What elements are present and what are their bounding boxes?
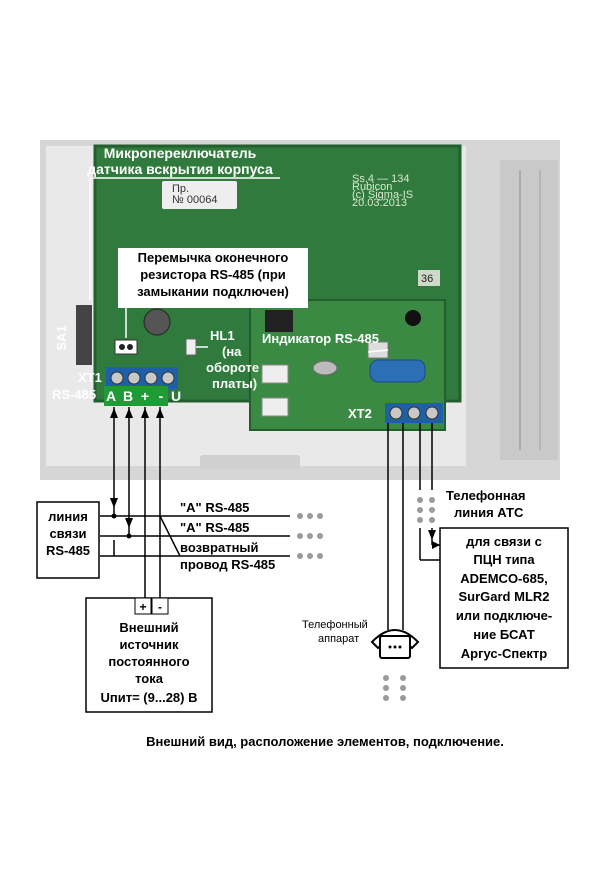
jumper-label-box xyxy=(118,248,308,308)
pcn-label-4: SurGard MLR2 xyxy=(458,589,549,604)
terminal-plus: + xyxy=(141,388,149,404)
wire-a2-label: "A" RS-485 xyxy=(180,520,249,535)
continuation-dots xyxy=(297,513,323,559)
xt2-wiring xyxy=(387,423,440,630)
sa1-label: SA1 xyxy=(54,325,69,350)
board-text-2: Rubicon xyxy=(352,181,392,193)
blue-capacitor xyxy=(369,359,426,383)
hl1-sub-2: обороте xyxy=(206,360,259,375)
terminal-a: A xyxy=(106,388,116,404)
hl1-sub-3: платы) xyxy=(212,376,257,391)
psu-label-5: Uпит= (9...28) В xyxy=(101,690,198,705)
psu-box xyxy=(85,597,213,713)
xt1-label: XT1 xyxy=(78,370,102,385)
line-box-3: RS-485 xyxy=(46,543,90,558)
psu-label-4: тока xyxy=(135,671,164,686)
telephone-icon xyxy=(370,629,420,659)
xt2-label: XT2 xyxy=(348,406,372,421)
psu-label-1: Внешний xyxy=(119,620,178,635)
sticker-line-1: Пр. xyxy=(172,183,189,195)
terminal-minus: - xyxy=(159,388,164,404)
transistor xyxy=(405,310,421,326)
psu-label-2: источник xyxy=(120,637,179,652)
board-text-3: (c) Sigma-IS xyxy=(352,189,413,201)
wire-a1-label: "A" RS-485 xyxy=(180,500,249,515)
line-box-2: связи xyxy=(49,526,86,541)
jumper-label-2: резистора RS-485 (при xyxy=(140,267,286,282)
pcn-box xyxy=(439,527,569,669)
pcn-label-1: для связи с xyxy=(466,534,542,549)
phone-line-label-1: Телефонная xyxy=(446,488,526,503)
xt1-wiring xyxy=(100,407,290,598)
phone-label-2: аппарат xyxy=(318,633,359,645)
line-box-1: линия xyxy=(48,509,88,524)
pcn-label-5: или подключе- xyxy=(456,608,552,623)
phone-line-label-2: линия АТС xyxy=(454,505,524,520)
capacitor xyxy=(143,308,171,336)
pcn-label-7: Аргус-Спектр xyxy=(461,646,548,661)
jumper-label-3: замыкании подключен) xyxy=(137,284,289,299)
sticker-line-2: № 00064 xyxy=(172,194,217,206)
psu-minus: - xyxy=(158,600,162,614)
hl1-led xyxy=(185,338,197,356)
xt1-label-strip xyxy=(104,386,168,406)
crystal xyxy=(312,360,338,376)
board-text-4: 20.03.2013 xyxy=(352,197,407,209)
psu-label-3: постоянного xyxy=(108,654,189,669)
phone-line-dots xyxy=(383,497,435,701)
terminal-b: B xyxy=(123,388,133,404)
sa1-microswitch xyxy=(76,305,92,365)
figure-caption: Внешний вид, расположение элементов, под… xyxy=(146,734,504,749)
rs485-label: RS-485 xyxy=(52,387,96,402)
hl1-sub-1: (на xyxy=(222,344,242,359)
board-number-box xyxy=(418,270,440,286)
optocoupler-2 xyxy=(261,397,289,417)
psu-plus: + xyxy=(139,600,146,614)
microswitch-label-2: датчика вскрытия корпуса xyxy=(87,161,273,177)
terminal-u: U xyxy=(171,388,181,404)
return-wire-label-2: провод RS-485 xyxy=(180,557,275,572)
board-number: 36 xyxy=(421,273,433,285)
indicator-label: Индикатор RS-485 xyxy=(262,331,379,346)
optocoupler-1 xyxy=(261,364,289,384)
pcn-label-3: ADEMCO-685, xyxy=(460,571,547,586)
hl1-label: HL1 xyxy=(210,328,235,343)
board-text-1: Ss.4 — 134 xyxy=(352,173,409,185)
ic-chip xyxy=(265,310,293,332)
phone-label-1: Телефонный xyxy=(302,619,368,631)
board-sticker xyxy=(162,181,237,209)
return-wire-label-1: возвратный xyxy=(180,540,259,555)
pcn-label-6: ние БСАТ xyxy=(473,627,535,642)
xt1-arrows xyxy=(110,408,164,528)
enclosure-right-wall xyxy=(500,160,558,460)
microswitch-label-1: Микропереключатель xyxy=(104,145,257,161)
xt1-terminal-block xyxy=(106,367,178,389)
rs485-line-box xyxy=(36,501,100,579)
jumper-label-1: Перемычка оконечного xyxy=(138,250,289,265)
jumper-header xyxy=(114,339,138,355)
pcn-label-2: ПЦН типа xyxy=(473,552,535,567)
